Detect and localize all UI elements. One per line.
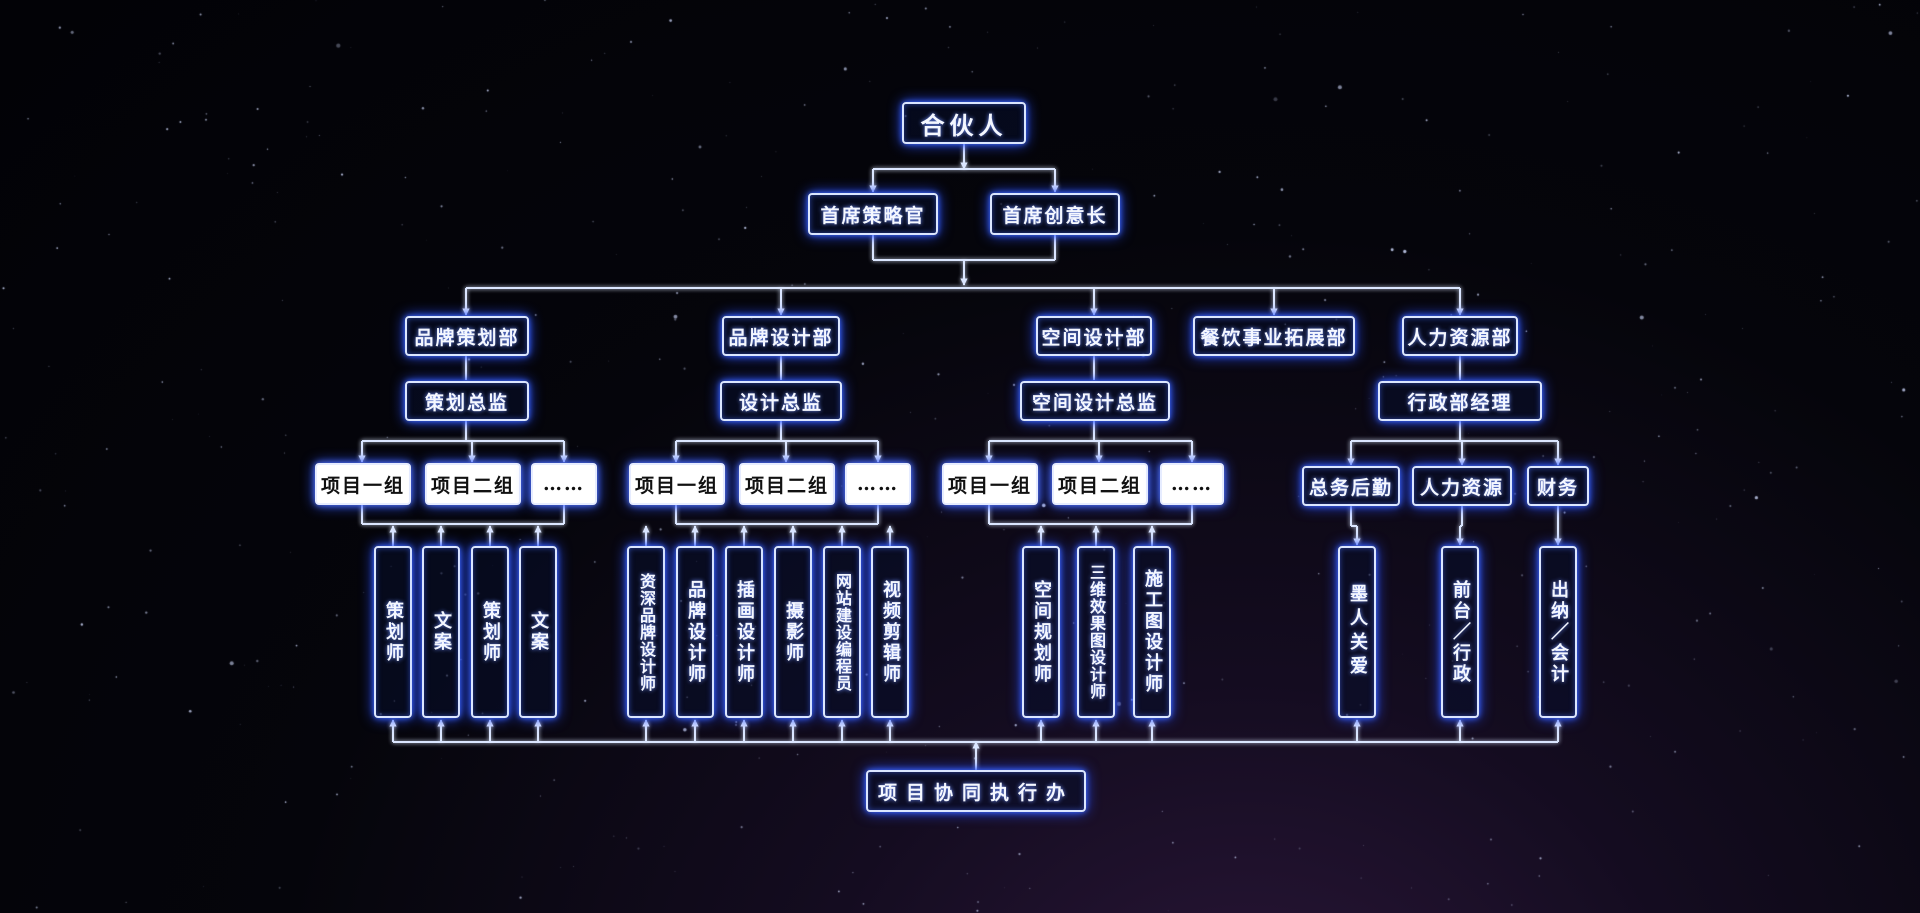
role-construction-designer[interactable]: 施工图设计师 [1133,546,1171,718]
dept-brand-design[interactable]: 品牌设计部 [722,316,840,356]
dept-brand-planning[interactable]: 品牌策划部 [405,316,529,356]
planning-group-two[interactable]: 项目二组 [425,463,521,505]
finance-box[interactable]: 财务 [1527,466,1589,506]
general-affairs-box[interactable]: 总务后勤 [1302,466,1400,506]
cco-box[interactable]: 首席创意长 [990,193,1120,235]
role-employee-care[interactable]: 墨人关爱 [1338,546,1376,718]
space-group-two[interactable]: 项目二组 [1052,463,1148,505]
cso-box[interactable]: 首席策略官 [808,193,938,235]
coordination-office-box[interactable]: 项目协同执行办 [866,770,1086,812]
role-copywriter-1[interactable]: 文案 [422,546,460,718]
role-web-programmer[interactable]: 网站建设编程员 [823,546,861,718]
planning-group-more[interactable]: …… [531,463,597,505]
role-space-planner[interactable]: 空间规划师 [1022,546,1060,718]
role-planner-2[interactable]: 策划师 [471,546,509,718]
role-planner-1[interactable]: 策划师 [374,546,412,718]
role-cashier-accountant[interactable]: 出纳／会计 [1539,546,1577,718]
role-front-desk[interactable]: 前台／行政 [1441,546,1479,718]
dept-space-design[interactable]: 空间设计部 [1036,316,1152,356]
role-senior-brand-designer[interactable]: 资深品牌设计师 [627,546,665,718]
dept-hr[interactable]: 人力资源部 [1402,316,1518,356]
role-illustrator[interactable]: 插画设计师 [725,546,763,718]
dept-catering-expansion[interactable]: 餐饮事业拓展部 [1193,316,1355,356]
design-group-two[interactable]: 项目二组 [739,463,835,505]
role-photographer[interactable]: 摄影师 [774,546,812,718]
role-copywriter-2[interactable]: 文案 [519,546,557,718]
space-group-more[interactable]: …… [1160,463,1224,505]
role-rendering-designer[interactable]: 三维效果图设计师 [1077,546,1115,718]
role-video-editor[interactable]: 视频剪辑师 [871,546,909,718]
space-group-one[interactable]: 项目一组 [942,463,1038,505]
human-resources-box[interactable]: 人力资源 [1412,466,1512,506]
partner-box[interactable]: 合伙人 [902,102,1026,144]
planning-director-box[interactable]: 策划总监 [405,381,529,421]
space-design-director-box[interactable]: 空间设计总监 [1020,381,1170,421]
design-group-one[interactable]: 项目一组 [629,463,725,505]
admin-manager-box[interactable]: 行政部经理 [1378,381,1542,421]
planning-group-one[interactable]: 项目一组 [315,463,411,505]
design-group-more[interactable]: …… [845,463,911,505]
design-director-box[interactable]: 设计总监 [720,381,842,421]
role-brand-designer[interactable]: 品牌设计师 [676,546,714,718]
connector-group [358,144,1562,770]
